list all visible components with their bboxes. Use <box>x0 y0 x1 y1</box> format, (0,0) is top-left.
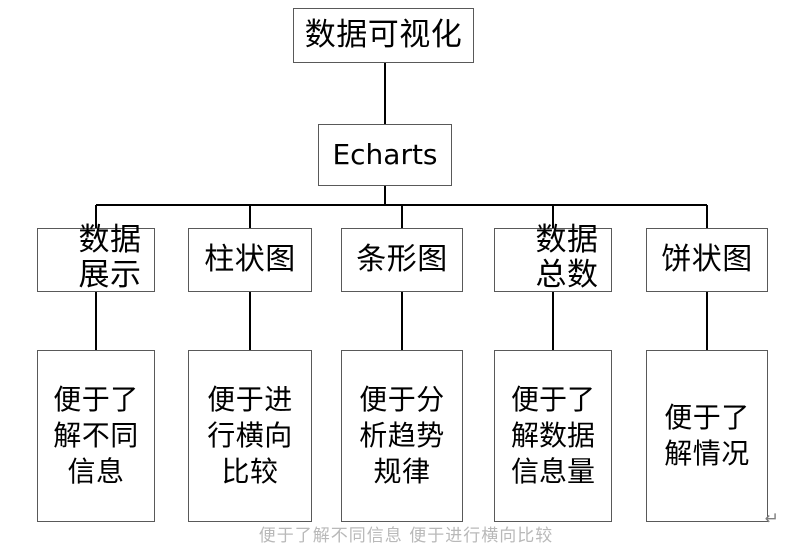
node-column-chart[interactable]: 柱状图 <box>188 228 312 292</box>
node-benefit-horizontal-compare-label: 便于进 行横向 比较 <box>207 383 293 488</box>
node-root-label: 数据可视化 <box>304 17 463 54</box>
node-data-display-label: 数据 展示 <box>78 222 142 293</box>
node-pie-chart-label: 饼状图 <box>661 242 753 277</box>
node-benefit-trend-analysis-label: 便于分 析趋势 规律 <box>359 383 445 488</box>
bottom-ghost-text: 便于了解不同信息 便于进行横向比较 <box>258 526 554 546</box>
node-echarts-label: Echarts <box>332 138 438 172</box>
node-echarts[interactable]: Echarts <box>318 124 452 186</box>
node-benefit-understand-situation[interactable]: 便于了 解情况 <box>646 350 768 522</box>
node-benefit-data-volume[interactable]: 便于了 解数据 信息量 <box>494 350 612 522</box>
node-column-chart-label: 柱状图 <box>204 242 296 277</box>
node-benefit-horizontal-compare[interactable]: 便于进 行横向 比较 <box>188 350 312 522</box>
node-pie-chart[interactable]: 饼状图 <box>646 228 768 292</box>
node-bar-chart-label: 条形图 <box>356 242 448 277</box>
node-bar-chart[interactable]: 条形图 <box>341 228 463 292</box>
diagram-canvas: 数据可视化 Echarts 数据 展示 柱状图 条形图 数据 总数 饼状图 便于… <box>37 8 779 546</box>
node-root[interactable]: 数据可视化 <box>293 8 474 63</box>
node-benefit-data-volume-label: 便于了 解数据 信息量 <box>510 383 595 488</box>
node-data-total-label: 数据 总数 <box>535 222 599 293</box>
paragraph-mark-icon: ↵ <box>764 509 779 529</box>
node-benefit-different-info[interactable]: 便于了 解不同 信息 <box>37 350 155 522</box>
node-benefit-different-info-label: 便于了 解不同 信息 <box>53 383 139 488</box>
node-benefit-understand-situation-label: 便于了 解情况 <box>664 401 750 470</box>
node-data-total[interactable]: 数据 总数 <box>494 223 612 292</box>
node-benefit-trend-analysis[interactable]: 便于分 析趋势 规律 <box>341 350 463 522</box>
node-data-display[interactable]: 数据 展示 <box>37 223 155 292</box>
